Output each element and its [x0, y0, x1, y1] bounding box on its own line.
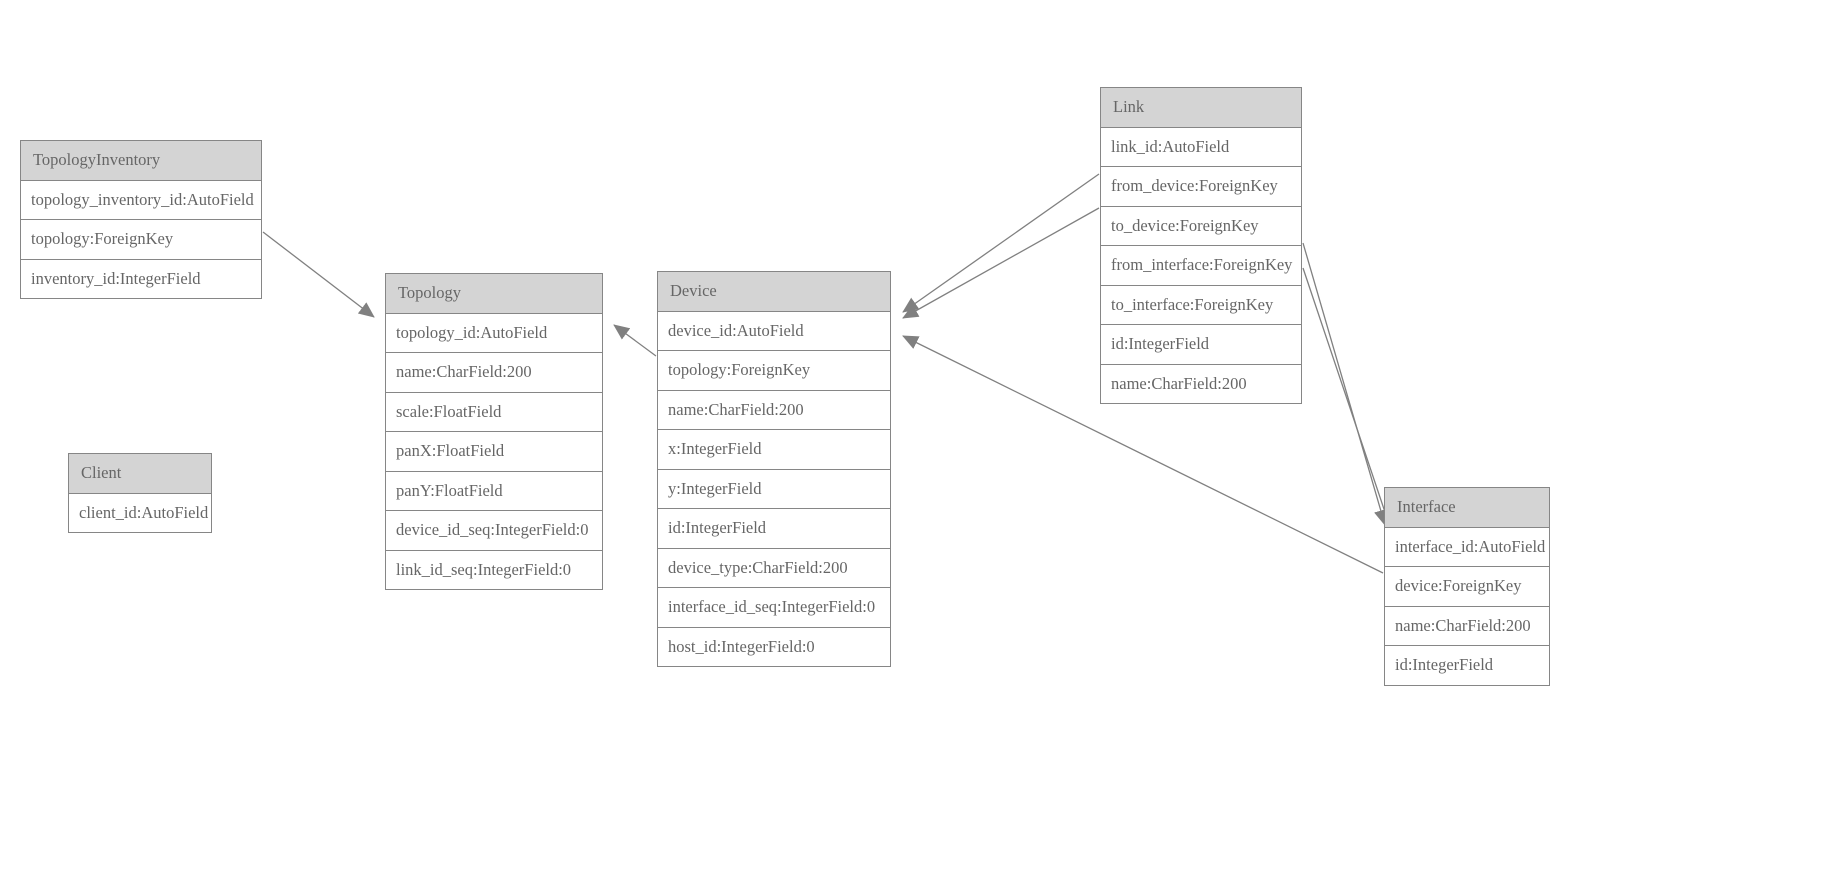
- entity-field: panX:FloatField: [386, 432, 602, 472]
- entity-title: Interface: [1385, 488, 1549, 528]
- entity-interface[interactable]: Interface interface_id:AutoField device:…: [1384, 487, 1550, 686]
- entity-field: interface_id:AutoField: [1385, 527, 1549, 567]
- entity-field: link_id:AutoField: [1101, 127, 1301, 167]
- entity-field: host_id:IntegerField:0: [658, 627, 890, 666]
- entity-title: TopologyInventory: [21, 141, 261, 181]
- edge-link-from-interface-to-interface: [1302, 242, 1388, 526]
- entity-field: panY:FloatField: [386, 471, 602, 511]
- entity-field: topology_id:AutoField: [386, 313, 602, 353]
- edge-link-to-interface-to-interface: [1302, 267, 1392, 528]
- entity-title: Link: [1101, 88, 1301, 128]
- entity-field: topology_inventory_id:AutoField: [21, 180, 261, 220]
- entity-field: name:CharField:200: [1101, 364, 1301, 403]
- entity-client[interactable]: Client client_id:AutoField: [68, 453, 212, 533]
- entity-field: client_id:AutoField: [69, 493, 211, 532]
- entity-field: name:CharField:200: [1385, 606, 1549, 646]
- entity-device[interactable]: Device device_id:AutoField topology:Fore…: [657, 271, 891, 667]
- edge-link-from-device-to-device: [902, 173, 1100, 313]
- entity-link[interactable]: Link link_id:AutoField from_device:Forei…: [1100, 87, 1302, 404]
- entity-topology-inventory[interactable]: TopologyInventory topology_inventory_id:…: [20, 140, 262, 299]
- entity-title: Topology: [386, 274, 602, 314]
- entity-field: x:IntegerField: [658, 430, 890, 470]
- entity-field: device_id_seq:IntegerField:0: [386, 511, 602, 551]
- entity-field: device:ForeignKey: [1385, 567, 1549, 607]
- entity-field: to_interface:ForeignKey: [1101, 285, 1301, 325]
- entity-field: id:IntegerField: [1385, 646, 1549, 685]
- entity-field: inventory_id:IntegerField: [21, 259, 261, 298]
- entity-field: name:CharField:200: [386, 353, 602, 393]
- entity-field: device_id:AutoField: [658, 311, 890, 351]
- entity-field: id:IntegerField: [1101, 325, 1301, 365]
- entity-field: to_device:ForeignKey: [1101, 206, 1301, 246]
- edge-device-to-topology: [613, 324, 657, 357]
- entity-field: link_id_seq:IntegerField:0: [386, 550, 602, 589]
- entity-field: interface_id_seq:IntegerField:0: [658, 588, 890, 628]
- entity-field: device_type:CharField:200: [658, 548, 890, 588]
- entity-field: scale:FloatField: [386, 392, 602, 432]
- entity-field: y:IntegerField: [658, 469, 890, 509]
- entity-field: from_device:ForeignKey: [1101, 167, 1301, 207]
- entity-title: Device: [658, 272, 890, 312]
- entity-field: topology:ForeignKey: [658, 351, 890, 391]
- entity-field: topology:ForeignKey: [21, 220, 261, 260]
- entity-topology[interactable]: Topology topology_id:AutoField name:Char…: [385, 273, 603, 590]
- entity-field: from_interface:ForeignKey: [1101, 246, 1301, 286]
- entity-field: name:CharField:200: [658, 390, 890, 430]
- edge-link-to-device-to-device: [902, 207, 1100, 319]
- entity-field: id:IntegerField: [658, 509, 890, 549]
- edge-topologyinventory-to-topology: [262, 231, 375, 318]
- entity-title: Client: [69, 454, 211, 494]
